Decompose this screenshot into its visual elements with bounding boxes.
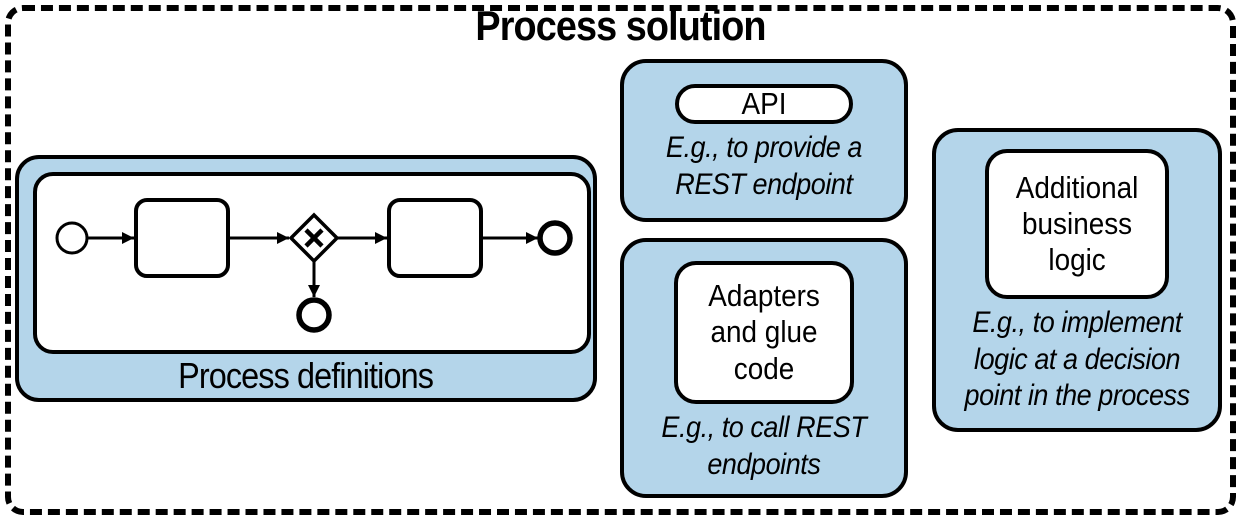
adapters-box: Adapters and glue code <box>674 261 854 404</box>
dashed-boundary <box>5 5 1236 515</box>
end-event-icon <box>296 297 332 333</box>
bpmn-diagram <box>55 198 573 333</box>
process-definitions-label: Process definitions <box>19 355 593 397</box>
process-definitions-diagram-box <box>33 172 591 354</box>
task-icon <box>387 198 483 278</box>
api-box: API <box>675 84 853 124</box>
additional-logic-box: Additional business logic <box>985 149 1169 299</box>
additional-logic-caption-text: E.g., to implement logic at a decision p… <box>964 306 1190 413</box>
api-caption-text: E.g., to provide a REST endpoint <box>665 131 863 201</box>
adapters-caption: E.g., to call REST endpoints <box>624 410 904 483</box>
adapters-group: Adapters and glue code E.g., to call RES… <box>620 238 908 498</box>
process-definitions-group: Process definitions <box>15 155 597 402</box>
api-group: API E.g., to provide a REST endpoint <box>620 59 908 222</box>
task-icon <box>134 198 230 278</box>
api-label: API <box>741 86 787 121</box>
gateway-x-mark <box>304 228 324 248</box>
process-definitions-label-text: Process definitions <box>178 355 435 396</box>
page-title: Process solution <box>475 2 766 49</box>
api-caption: E.g., to provide a REST endpoint <box>624 130 904 203</box>
additional-logic-group: Additional business logic E.g., to imple… <box>932 128 1222 432</box>
end-event-icon <box>537 220 573 256</box>
adapters-label: Adapters and glue code <box>708 278 820 386</box>
adapters-caption-text: E.g., to call REST endpoints <box>661 411 867 481</box>
additional-logic-caption: E.g., to implement logic at a decision p… <box>936 305 1218 415</box>
additional-logic-label: Additional business logic <box>1015 169 1139 278</box>
start-event-icon <box>55 221 89 255</box>
